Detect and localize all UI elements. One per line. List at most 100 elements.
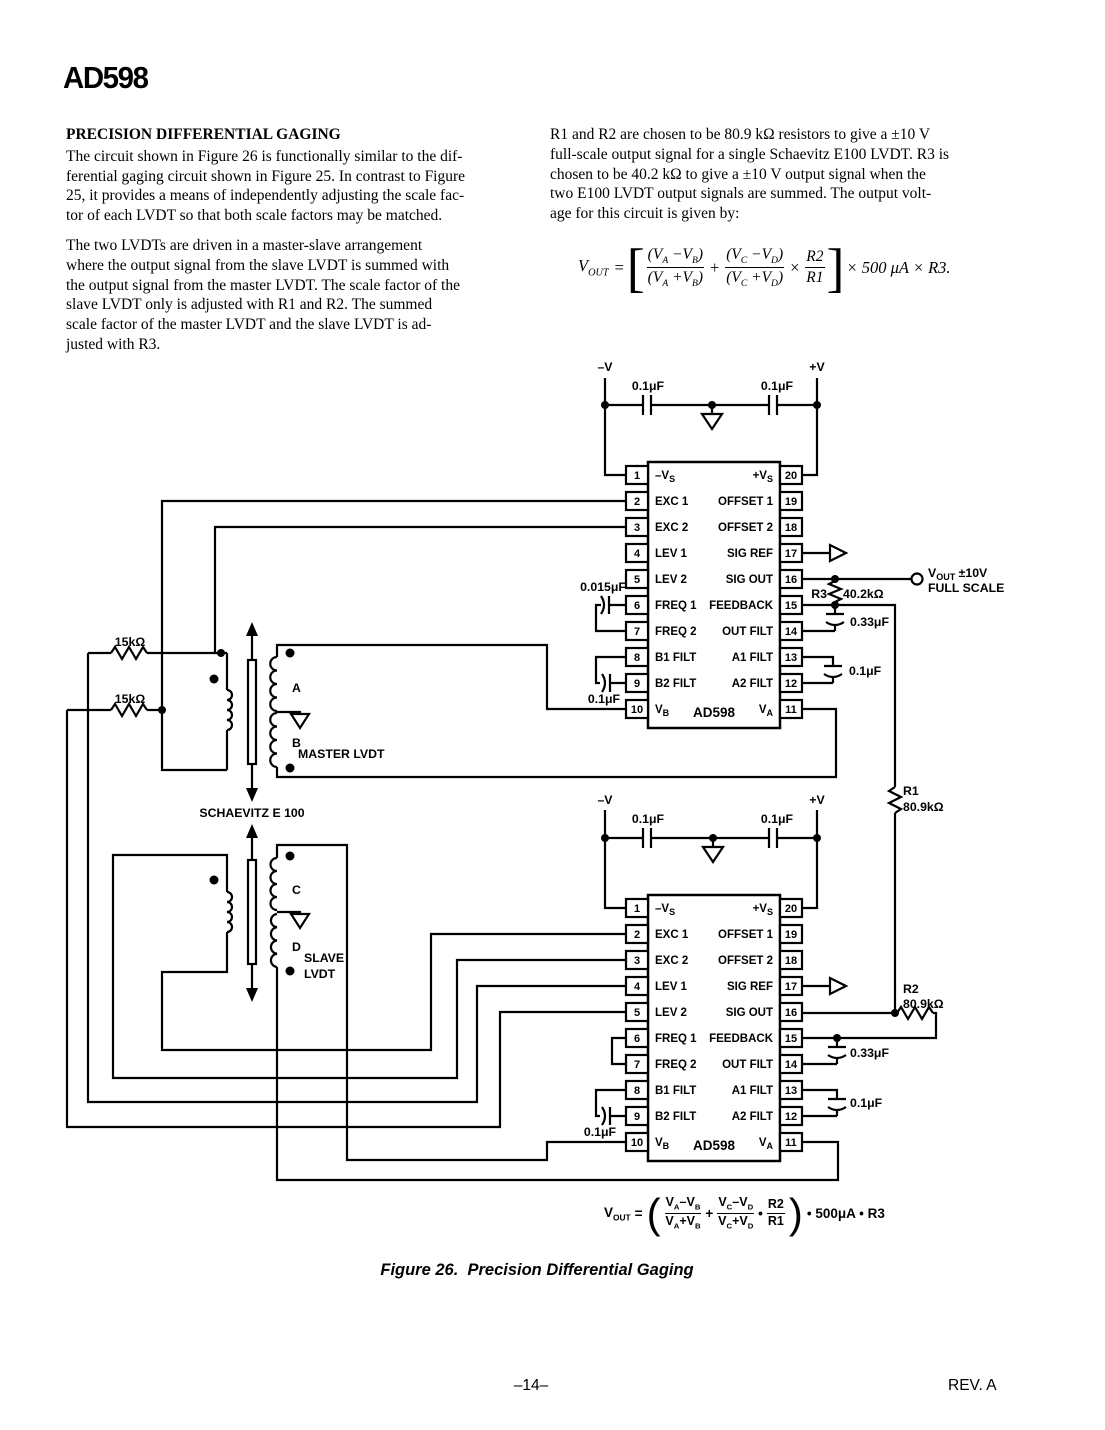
- arrowhead-icon: [246, 824, 258, 838]
- master-lvdt-label: MASTER LVDT: [298, 747, 385, 761]
- pin-number: 9: [634, 1111, 640, 1123]
- arrowhead-icon: [246, 988, 258, 1002]
- pin-box: [778, 897, 804, 919]
- pin-label: FREQ 2: [655, 1059, 697, 1071]
- page-number: –14–: [513, 1377, 549, 1394]
- pin-number: 2: [634, 929, 640, 941]
- junction-dot: [831, 601, 839, 609]
- pin-label: OFFSET 2: [718, 522, 773, 534]
- phasing-dot: [285, 763, 295, 773]
- pin-number: 6: [634, 1033, 640, 1045]
- supply-label: –V: [597, 360, 613, 374]
- vout-terminal: [910, 572, 924, 586]
- pin-number: 11: [785, 704, 797, 716]
- formula-times: ×: [789, 257, 801, 277]
- pin-box: [624, 698, 650, 720]
- pin-label: +VS: [753, 903, 773, 917]
- formula-fraction: VC–VD VC+VD: [717, 1195, 755, 1231]
- revision-label: REV. A: [948, 1377, 997, 1394]
- pin-number: 7: [634, 1059, 640, 1071]
- pin-number: 16: [785, 1007, 797, 1019]
- resistor-label: 15kΩ: [115, 635, 146, 649]
- pin-box: [624, 620, 650, 642]
- pin-box: [624, 490, 650, 512]
- body-paragraph: The two LVDTs are driven in a master-sla…: [66, 236, 460, 353]
- pin-box: [778, 1079, 804, 1101]
- ground-icon: [288, 912, 312, 931]
- pin-box: [624, 975, 650, 997]
- pin-label: A2 FILT: [732, 1111, 773, 1123]
- figure-caption: Figure 26. Precision Differential Gaging: [380, 1261, 694, 1279]
- junction-dot: [831, 575, 839, 583]
- pin-label: VA: [759, 1137, 774, 1151]
- formula-fraction: (VA −VB) (VA +VB): [646, 246, 705, 290]
- pin-box: [778, 1105, 804, 1127]
- wire: [594, 603, 626, 685]
- pin-label: B1 FILT: [655, 652, 696, 664]
- junction-dot: [708, 401, 716, 409]
- pin-label: VB: [655, 1137, 670, 1151]
- pin-label: EXC 2: [655, 955, 688, 967]
- vout-label: VOUT ±10V: [928, 566, 988, 582]
- pin-label: FEEDBACK: [709, 1033, 774, 1045]
- resistor-r3: [826, 580, 844, 603]
- pin-label: OFFSET 2: [718, 955, 773, 967]
- pin-number: 4: [634, 548, 641, 560]
- capacitor-label: 0.1μF: [584, 1125, 617, 1139]
- formula-fraction: R2 R1: [766, 1197, 785, 1229]
- pin-number: 17: [785, 981, 797, 993]
- pin-label: VA: [759, 704, 774, 718]
- pin-box: [624, 949, 650, 971]
- ic-body: [646, 460, 782, 730]
- pin-label: EXC 1: [655, 496, 689, 508]
- pin-label: B2 FILT: [655, 678, 696, 690]
- lvdt-core: [246, 858, 258, 966]
- junction-dot: [601, 401, 609, 409]
- pin-label: EXC 2: [655, 522, 688, 534]
- pin-number: 18: [785, 955, 797, 967]
- right-column: R1 and R2 are chosen to be 80.9 kΩ resis…: [550, 125, 1028, 234]
- wire: [594, 1036, 626, 1118]
- pin-number: 1: [634, 470, 640, 482]
- capacitor-plates: [607, 596, 612, 692]
- pin-number: 3: [634, 522, 640, 534]
- pin-box: [624, 464, 650, 486]
- pin-number: 6: [634, 600, 640, 612]
- pin-number: 16: [785, 574, 797, 586]
- pin-number: 3: [634, 955, 640, 967]
- secondary-coil-a: [269, 655, 278, 713]
- pin-box: [778, 516, 804, 538]
- capacitor-plates: [641, 395, 779, 415]
- pin-box: [624, 594, 650, 616]
- resistor-label: R2: [903, 982, 919, 996]
- pin-box: [624, 672, 650, 694]
- pin-box: [778, 949, 804, 971]
- arrowhead-icon: [246, 622, 258, 636]
- pin-number: 1: [634, 903, 640, 915]
- pin-number: 8: [634, 1085, 640, 1097]
- formula-tail: × 500 μA × R3.: [846, 257, 951, 277]
- pin-number: 20: [785, 470, 797, 482]
- pin-box: [778, 975, 804, 997]
- output-voltage-formula: VOUT = [ (VA −VB) (VA +VB) + (VC −VD) (V…: [578, 237, 951, 298]
- pin-box: [778, 594, 804, 616]
- resistor-label: 15kΩ: [115, 692, 146, 706]
- pin-label: LEV 2: [655, 1007, 687, 1019]
- wire: [111, 843, 840, 1182]
- pin-number: 9: [634, 678, 640, 690]
- capacitor-plates: [641, 828, 779, 848]
- slave-lvdt-label: LVDT: [304, 967, 336, 981]
- capacitor-curved-plate: [827, 1054, 847, 1112]
- pin-box: [778, 1001, 804, 1023]
- formula-dot: •: [758, 1206, 763, 1222]
- pin-number: 12: [785, 678, 797, 690]
- junction-dot: [813, 401, 821, 409]
- pin-number: 7: [634, 626, 640, 638]
- pin-number: 17: [785, 548, 797, 560]
- pin-label: VB: [655, 704, 670, 718]
- capacitor-label: 0.015μF: [580, 580, 626, 594]
- pin-box: [624, 923, 650, 945]
- pin-label: SIG REF: [727, 548, 773, 560]
